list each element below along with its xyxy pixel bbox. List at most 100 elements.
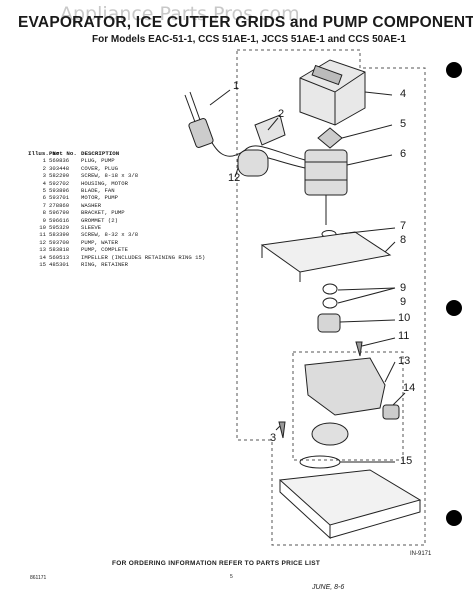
part-no-illus: 1 xyxy=(42,157,46,165)
part-description: WASHER xyxy=(81,201,102,209)
part-number: 569836 xyxy=(49,157,70,165)
callout-5: 5 xyxy=(400,118,407,130)
col-desc-header: DESCRIPTION xyxy=(81,150,120,157)
callout-15: 15 xyxy=(400,455,413,467)
part-number: 569513 xyxy=(49,253,70,261)
part-description: BLADE, FAN xyxy=(81,187,115,195)
callout-2: 2 xyxy=(278,108,285,120)
page-subtitle: For Models EAC-51-1, CCS 51AE-1, JCCS 51… xyxy=(92,34,406,45)
part-description: COVER, PLUG xyxy=(81,164,118,172)
callout-11: 11 xyxy=(398,330,410,342)
part-no-illus: 11 xyxy=(39,231,46,239)
callout-14: 14 xyxy=(403,382,416,394)
impeller xyxy=(382,404,400,420)
part-number: 583818 xyxy=(49,246,70,254)
part-number: 582290 xyxy=(49,172,70,180)
pump-plug xyxy=(184,91,214,148)
part-number: 485301 xyxy=(49,261,70,269)
callout-3: 3 xyxy=(270,432,277,444)
ordering-info: FOR ORDERING INFORMATION REFER TO PARTS … xyxy=(112,560,321,567)
part-number: 596790 xyxy=(49,209,70,217)
part-no-illus: 3 xyxy=(42,172,46,180)
part-no-illus: 5 xyxy=(42,187,46,195)
callout-8: 8 xyxy=(400,234,407,246)
callout-13: 13 xyxy=(398,355,411,367)
pump-bracket xyxy=(260,231,392,273)
callout-4: 4 xyxy=(400,88,407,100)
part-number: 278860 xyxy=(49,201,70,209)
part-number: 593700 xyxy=(49,238,70,246)
parts-table-header: Illus. No. Part No. DESCRIPTION xyxy=(28,150,205,157)
figure-code: IN-9171 xyxy=(410,551,432,557)
plug-cover xyxy=(254,114,286,146)
grommet-upper xyxy=(322,283,338,295)
part-description: HOUSING, MOTOR xyxy=(81,179,128,187)
callout-9a: 9 xyxy=(400,282,407,294)
part-description: PLUG, PUMP xyxy=(81,157,115,165)
part-description: RING, RETAINER xyxy=(81,261,128,269)
part-number: 593701 xyxy=(49,194,70,202)
callout-1: 1 xyxy=(233,80,240,92)
footer-code: 861171 xyxy=(30,575,47,581)
part-description: PUMP, WATER xyxy=(81,238,118,246)
handwritten-note: JUNE, 8-6 xyxy=(312,584,345,591)
part-description: IMPELLER (INCLUDES RETAINING RING 15) xyxy=(81,253,206,261)
part-number: 583390 xyxy=(49,231,70,239)
part-number: 303448 xyxy=(49,164,70,172)
sleeve xyxy=(317,313,341,333)
part-no-illus: 9 xyxy=(42,216,46,224)
part-description: MOTOR, PUMP xyxy=(81,194,118,202)
part-no-illus: 12 xyxy=(39,238,46,246)
part-description: SLEEVE xyxy=(81,224,102,232)
part-description: BRACKET, PUMP xyxy=(81,209,125,217)
part-no-illus: 15 xyxy=(39,261,46,269)
part-number: 596616 xyxy=(49,216,70,224)
part-no-illus: 4 xyxy=(42,179,46,187)
callout-7: 7 xyxy=(400,220,407,232)
col-no-header: Illus. No. xyxy=(28,150,63,157)
part-no-illus: 2 xyxy=(42,164,46,172)
callout-6: 6 xyxy=(400,148,407,160)
part-no-illus: 10 xyxy=(39,224,46,232)
complete-pump xyxy=(304,357,386,416)
part-no-illus: 14 xyxy=(39,253,46,261)
hole-punch-middle xyxy=(446,300,462,316)
part-description: SCREW, 8-18 x 3/8 xyxy=(81,172,139,180)
callout-12: 12 xyxy=(228,172,241,184)
screw-3 xyxy=(278,421,286,439)
part-description: SCREW, 8-32 x 3/8 xyxy=(81,231,139,239)
grommet-lower xyxy=(322,297,338,309)
part-description: GROMMET (2) xyxy=(81,216,118,224)
part-description: PUMP, COMPLETE xyxy=(81,246,128,254)
part-no-illus: 6 xyxy=(42,194,46,202)
watermark: Appliance Parts Pros.com xyxy=(60,3,300,25)
part-no-illus: 13 xyxy=(39,246,46,254)
motor-housing xyxy=(299,59,366,126)
callout-9b: 9 xyxy=(400,296,407,308)
callout-10: 10 xyxy=(398,312,411,324)
part-no-illus: 8 xyxy=(42,209,46,217)
part-number: 593896 xyxy=(49,187,70,195)
page-title: EVAPORATOR, ICE CUTTER GRIDS and PUMP CO… xyxy=(18,14,473,31)
page-number: 5 xyxy=(230,574,233,580)
part-number: 595329 xyxy=(49,224,70,232)
water-pump-cylinder xyxy=(237,149,269,177)
hole-punch-bottom xyxy=(446,510,462,526)
